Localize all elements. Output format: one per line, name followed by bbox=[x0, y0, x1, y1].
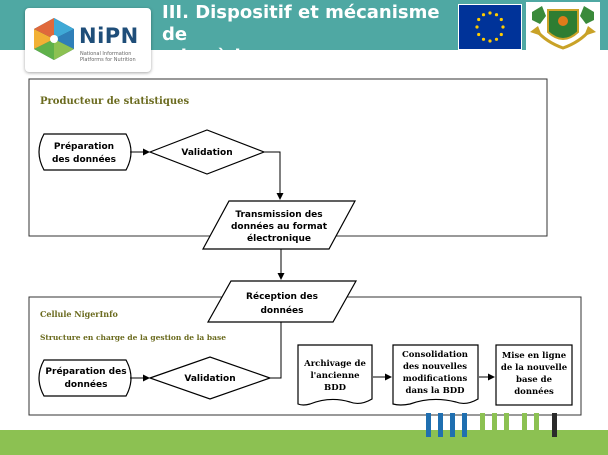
consolidation-line1: Consolidation bbox=[402, 350, 468, 360]
cellule-subheading: Structure en charge de la gestion de la … bbox=[40, 333, 226, 342]
consolidation-line3: modifications bbox=[403, 374, 468, 384]
archive-line1: Archivage de bbox=[303, 359, 366, 369]
eu-flag-icon bbox=[458, 4, 522, 50]
online-line4: données bbox=[514, 386, 554, 397]
logo-subtitle: National Information Platforms for Nutri… bbox=[80, 51, 148, 63]
decorative-bars bbox=[426, 413, 561, 437]
cellule-prep-line2: données bbox=[64, 379, 107, 390]
logo-subtitle-line1: National Information bbox=[80, 51, 132, 57]
producer-prep-line2: des données bbox=[52, 154, 116, 165]
reception-parallelogram bbox=[206, 280, 358, 323]
transmission-line3: électronique bbox=[247, 233, 311, 244]
nipn-logo: NiPN National Information Platforms for … bbox=[25, 8, 151, 72]
archive-line3: BDD bbox=[324, 383, 347, 393]
cellule-validation-label: Validation bbox=[184, 374, 235, 384]
slide-title-line1: III. Dispositif et mécanisme de bbox=[162, 2, 440, 45]
logo-subtitle-line2: Platforms for Nutrition bbox=[80, 57, 136, 63]
deco-bar bbox=[450, 413, 455, 437]
line-validation-to-reception bbox=[270, 322, 282, 379]
online-line1: Mise en ligne bbox=[502, 351, 567, 361]
reception-line1: Réception des bbox=[246, 291, 318, 302]
transmission-line1: Transmission des bbox=[235, 210, 322, 220]
deco-bar bbox=[462, 413, 467, 437]
cellule-heading: Cellule NigerInfo bbox=[40, 309, 119, 319]
deco-bar bbox=[480, 413, 485, 437]
niger-coat-of-arms-icon bbox=[526, 2, 600, 52]
online-line3: base de bbox=[516, 375, 553, 385]
deco-bar bbox=[492, 413, 497, 437]
deco-bar bbox=[426, 413, 431, 437]
consolidation-box bbox=[392, 344, 479, 406]
producer-validation-label: Validation bbox=[181, 148, 232, 158]
reception-line2: données bbox=[260, 305, 303, 316]
logo-wordmark: NiPN bbox=[79, 24, 139, 48]
slide-title: III. Dispositif et mécanisme de mise à j… bbox=[162, 2, 462, 68]
consolidation-line2: des nouvelles bbox=[403, 362, 467, 372]
transmission-line2: données au format bbox=[231, 221, 328, 232]
consolidation-line4: dans la BDD bbox=[406, 386, 466, 396]
deco-bar bbox=[438, 413, 443, 437]
cellule-prep-line1: Préparation des bbox=[45, 366, 126, 377]
producer-heading: Producteur de statistiques bbox=[40, 96, 189, 107]
producer-prep-shape bbox=[38, 133, 132, 171]
nipn-hexagon-icon bbox=[34, 18, 74, 60]
transmission-parallelogram bbox=[201, 200, 357, 250]
archive-box bbox=[297, 344, 373, 406]
eu-stars-icon bbox=[475, 11, 505, 43]
arrow-validation-to-transmission bbox=[264, 151, 284, 200]
slide-title-line2: mise à jour bbox=[162, 46, 275, 67]
online-box bbox=[495, 344, 573, 406]
deco-bar bbox=[504, 413, 509, 437]
deco-bar bbox=[534, 413, 539, 437]
deco-bar bbox=[522, 413, 527, 437]
cellule-prep-shape bbox=[38, 359, 132, 397]
deco-bar bbox=[552, 413, 557, 437]
online-line2: de la nouvelle bbox=[501, 363, 568, 373]
archive-line2: l'ancienne bbox=[310, 371, 360, 381]
producer-prep-line1: Préparation bbox=[54, 141, 114, 152]
